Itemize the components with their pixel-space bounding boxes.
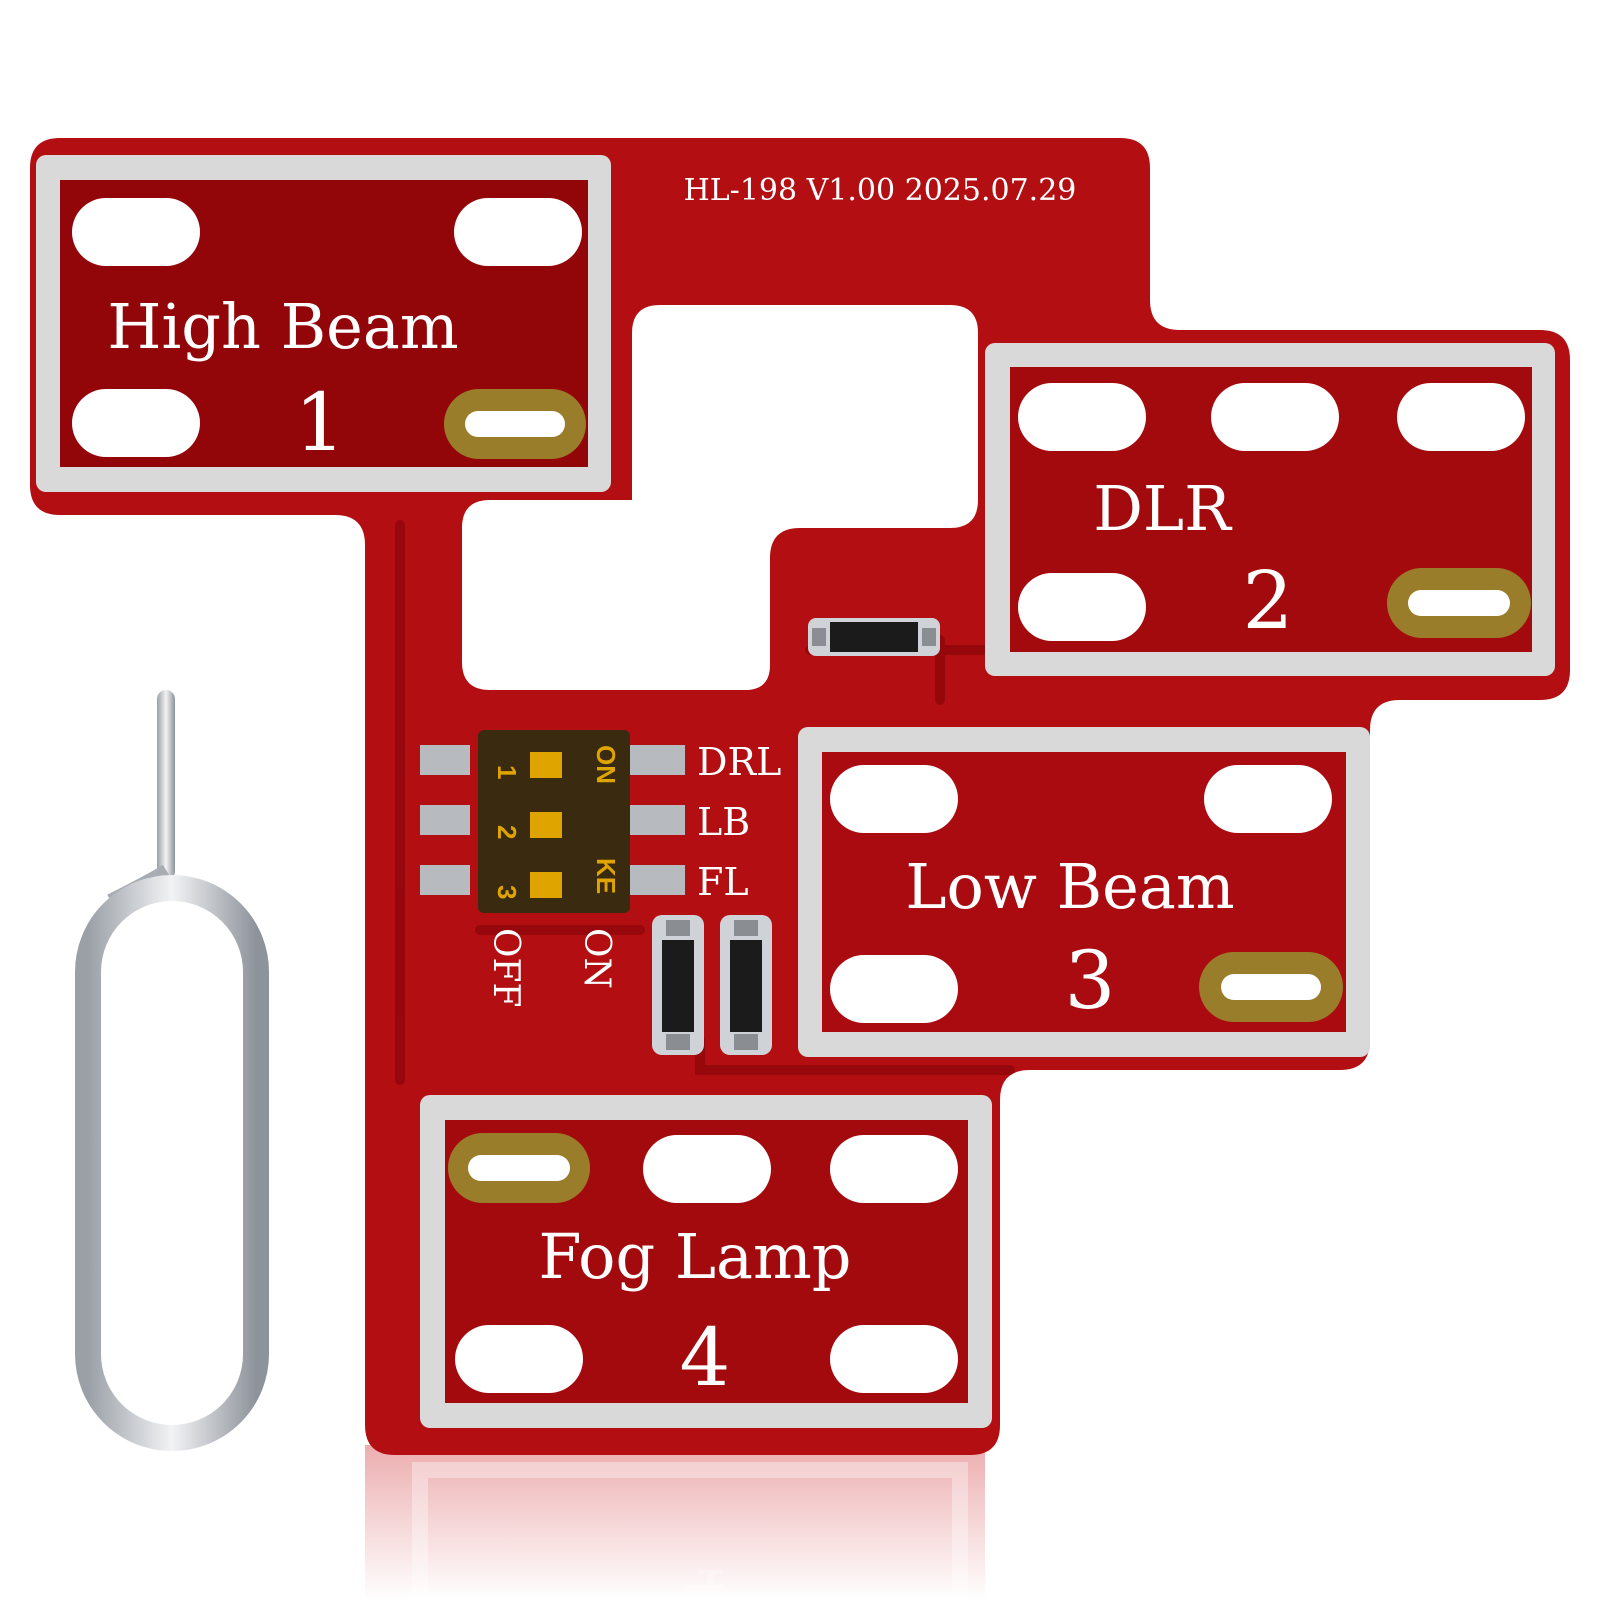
- switch-mark: ON: [591, 745, 621, 784]
- switch-pos-label: 3: [492, 885, 522, 899]
- section-fog-lamp: Fog Lamp 4: [420, 1095, 992, 1428]
- dip-switch[interactable]: 1 2 3 ON KE DRL LB FL OFF ON: [420, 730, 781, 1007]
- mount-hole: [1018, 573, 1146, 641]
- mount-hole: [1204, 765, 1332, 833]
- section-label: Low Beam: [905, 850, 1234, 923]
- channel-label-drl: DRL: [697, 740, 781, 784]
- mount-hole: [1397, 383, 1525, 451]
- off-label: OFF: [485, 928, 526, 1007]
- switch-pos-label: 2: [492, 825, 522, 839]
- version-label: HL-198 V1.00 2025.07.29: [684, 173, 1077, 208]
- section-number: 3: [1065, 934, 1116, 1027]
- section-label: DLR: [1093, 472, 1233, 545]
- section-dlr: DLR 2: [985, 343, 1555, 676]
- sim-ejector-pin-icon: [75, 690, 269, 1451]
- switch-knob[interactable]: [530, 752, 562, 778]
- section-number: 1: [295, 376, 346, 469]
- mount-hole: [454, 198, 582, 266]
- smd-diode: [808, 618, 940, 656]
- mount-hole: [1018, 383, 1146, 451]
- mount-hole: [830, 1325, 958, 1393]
- switch-knob[interactable]: [530, 872, 562, 898]
- channel-label-fl: FL: [697, 860, 749, 904]
- switch-knob[interactable]: [530, 812, 562, 838]
- mount-hole: [455, 1325, 583, 1393]
- reflection-digit: 4: [683, 1553, 728, 1600]
- mount-hole: [830, 1135, 958, 1203]
- mount-hole: [1211, 383, 1339, 451]
- smd-diodes-vertical: [652, 915, 772, 1055]
- mount-hole: [830, 765, 958, 833]
- board-reflection: 4: [365, 1445, 985, 1600]
- mount-hole: [643, 1135, 771, 1203]
- section-number: 2: [1243, 554, 1294, 647]
- on-label: ON: [576, 928, 617, 989]
- section-high-beam: High Beam 1: [36, 155, 611, 492]
- section-label: Fog Lamp: [539, 1220, 852, 1293]
- switch-mark: KE: [591, 858, 621, 894]
- mount-hole: [72, 389, 200, 457]
- section-number: 4: [680, 1311, 731, 1404]
- mount-hole: [72, 198, 200, 266]
- switch-pos-label: 1: [492, 765, 522, 779]
- channel-label-lb: LB: [697, 800, 750, 844]
- section-low-beam: Low Beam 3: [798, 727, 1370, 1057]
- section-label: High Beam: [107, 290, 458, 363]
- mount-hole: [830, 955, 958, 1023]
